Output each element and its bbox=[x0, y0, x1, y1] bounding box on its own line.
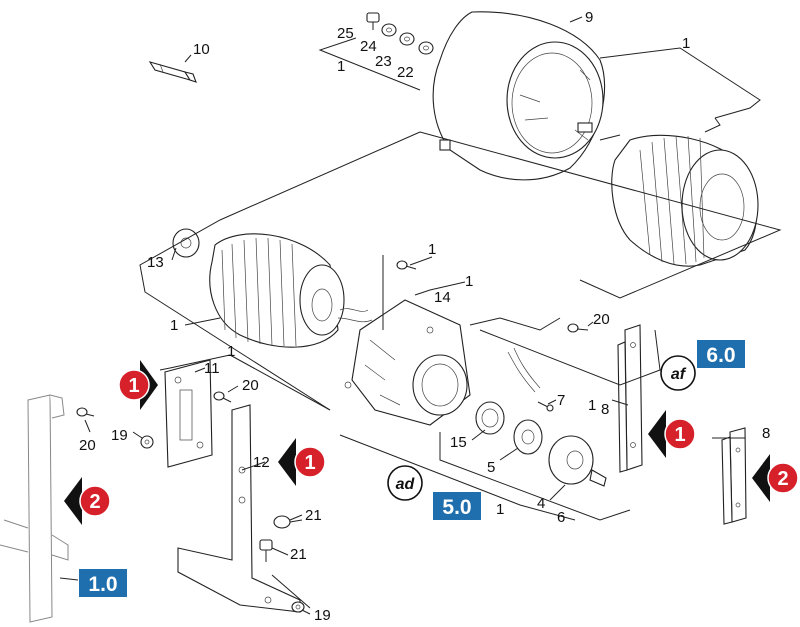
part-plate-11 bbox=[164, 359, 213, 468]
part-screw-7 bbox=[537, 401, 554, 412]
label-part-11: 11 bbox=[204, 360, 220, 377]
label-part-9: 9 bbox=[585, 9, 593, 26]
label-part-20-bracket: 20 bbox=[242, 377, 259, 394]
part-rotor bbox=[209, 233, 373, 348]
part-screw-washers bbox=[366, 12, 434, 55]
part-small-screw bbox=[396, 260, 417, 270]
reference-text-5-0: 5.0 bbox=[442, 496, 471, 519]
part-flange-housing bbox=[344, 299, 471, 426]
part-frame-faded bbox=[0, 394, 69, 623]
part-bearing-5 bbox=[513, 419, 543, 455]
label-part-12: 12 bbox=[253, 454, 270, 471]
marker-text-1-a: 1 bbox=[128, 375, 139, 397]
label-part-1-14: 1 bbox=[465, 273, 473, 290]
label-part-21-a: 21 bbox=[305, 507, 322, 524]
label-part-24: 24 bbox=[360, 38, 377, 55]
marker-text-2-a: 2 bbox=[89, 491, 100, 513]
marker-text-1-b: 1 bbox=[304, 452, 315, 474]
label-part-19-left: 19 bbox=[111, 427, 128, 444]
marker-2-right-bracket: 2 bbox=[752, 454, 799, 502]
label-part-25: 25 bbox=[337, 25, 354, 42]
part-screw-20 bbox=[76, 323, 589, 417]
badge-af-text: af bbox=[671, 366, 687, 383]
label-part-1-housing: 1 bbox=[682, 35, 690, 52]
part-fan bbox=[548, 435, 607, 487]
label-part-1-top: 1 bbox=[337, 58, 345, 75]
label-part-20-right: 20 bbox=[593, 311, 610, 328]
label-part-1-rotor: 1 bbox=[170, 317, 178, 334]
marker-1-left-bracket: 1 bbox=[118, 360, 158, 410]
part-bracket-8-small bbox=[721, 427, 747, 525]
part-nut-19-bottom bbox=[291, 601, 305, 613]
part-nut-19-left bbox=[140, 435, 154, 449]
label-part-14: 14 bbox=[434, 289, 451, 306]
label-part-22: 22 bbox=[397, 64, 414, 81]
leader-lines bbox=[59, 16, 782, 615]
part-wires bbox=[507, 347, 541, 393]
part-end-shield bbox=[432, 11, 606, 181]
badge-ad-text: ad bbox=[396, 476, 416, 493]
marker-1-base-bracket: 1 bbox=[278, 438, 326, 486]
label-part-19-bottom: 19 bbox=[314, 607, 331, 624]
marker-text-1-c: 1 bbox=[674, 424, 685, 446]
label-part-8-b: 8 bbox=[762, 425, 770, 442]
part-seal-ring bbox=[475, 401, 505, 435]
marker-1-right-bracket: 1 bbox=[648, 410, 696, 458]
part-bolt-21a bbox=[273, 515, 303, 529]
marker-2-left-frame: 2 bbox=[64, 477, 111, 525]
label-part-21-b: 21 bbox=[290, 546, 307, 563]
label-part-5: 5 bbox=[487, 459, 495, 476]
badge-af: af bbox=[660, 355, 696, 391]
label-part-6: 6 bbox=[557, 509, 565, 526]
part-stator bbox=[611, 134, 759, 267]
reference-text-6-0: 6.0 bbox=[706, 344, 735, 367]
part-bracket-8 bbox=[617, 324, 643, 473]
label-part-1-bracket: 1 bbox=[227, 343, 235, 360]
label-part-1-bottom: 1 bbox=[496, 501, 504, 518]
label-part-15: 15 bbox=[450, 434, 467, 451]
reference-box-5-0: 5.0 bbox=[433, 492, 481, 520]
label-part-23: 23 bbox=[375, 53, 392, 70]
label-part-7: 7 bbox=[557, 392, 565, 409]
reference-box-6-0: 6.0 bbox=[697, 340, 745, 368]
label-part-1-screw: 1 bbox=[428, 241, 436, 258]
label-part-1-8: 1 bbox=[588, 397, 596, 414]
reference-text-1-0: 1.0 bbox=[88, 573, 117, 596]
label-part-4: 4 bbox=[537, 495, 545, 512]
reference-box-1-0: 1.0 bbox=[79, 569, 127, 597]
label-part-8-a: 8 bbox=[601, 401, 609, 418]
part-base-bracket-12 bbox=[177, 404, 301, 613]
label-part-20-left: 20 bbox=[79, 437, 96, 454]
label-part-10: 10 bbox=[193, 41, 210, 58]
marker-text-2-b: 2 bbox=[777, 468, 788, 490]
part-tube bbox=[148, 61, 197, 83]
part-bolt-21b bbox=[259, 539, 273, 562]
label-part-13: 13 bbox=[147, 254, 164, 271]
part-bearing-13 bbox=[172, 228, 200, 258]
badge-ad: ad bbox=[387, 465, 423, 501]
